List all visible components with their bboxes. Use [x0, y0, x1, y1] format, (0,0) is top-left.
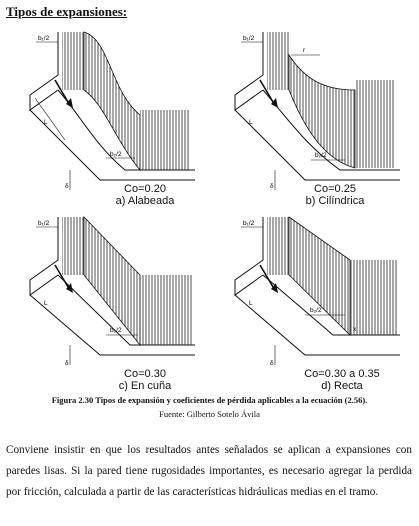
- expansion-diagram-straight: b₁/2 L b₂/2 x δ Co=0.30 a 0.35 d) Recta: [215, 205, 405, 392]
- b2-label: b₂/2: [315, 152, 327, 159]
- delta-label: δ: [65, 360, 69, 367]
- b1-label: b₁/2: [243, 220, 255, 227]
- b1-label: b₁/2: [38, 220, 50, 227]
- coef-label: Co=0.30 a 0.35: [304, 368, 380, 380]
- coef-label: Co=0.20: [124, 183, 166, 195]
- expansion-diagram-wedge: b₁/2 L b₂/2 δ Co=0.30 c) En cuña: [10, 205, 200, 392]
- x-label: x: [353, 326, 357, 333]
- expansion-diagram-warped: b₁/2 L b₂/2 δ Co=0.20 a) Alabeada: [10, 20, 200, 207]
- b2-label: b₂/2: [110, 151, 122, 158]
- figure-source: Fuente: Gilberto Sotelo Ávila: [159, 409, 260, 419]
- figure-caption: Figura 2.30 Tipos de expansión y coefici…: [51, 395, 368, 405]
- type-label: a) Alabeada: [115, 195, 175, 207]
- type-label: d) Recta: [321, 380, 363, 392]
- b2-label: b₂/2: [310, 307, 322, 314]
- cylindrical-expansion-drawing: b₁/2 r L b₂/2 δ: [234, 32, 400, 190]
- delta-label: δ: [270, 183, 274, 190]
- length-label: L: [249, 300, 253, 307]
- radius-label: r: [303, 47, 306, 54]
- coef-label: Co=0.30: [124, 368, 166, 380]
- coef-label: Co=0.25: [314, 183, 356, 195]
- expansion-diagram-cylindrical: b₁/2 r L b₂/2 δ Co=0.25 b) Cilíndrica: [215, 20, 405, 207]
- section-heading: Tipos de expansiones:: [6, 4, 128, 19]
- delta-label: δ: [270, 360, 274, 367]
- wedge-expansion-drawing: b₁/2 L b₂/2 δ: [29, 216, 195, 367]
- b1-label: b₁/2: [38, 35, 50, 42]
- b1-label: b₁/2: [243, 35, 255, 42]
- delta-label: δ: [65, 183, 69, 190]
- type-label: b) Cilíndrica: [305, 195, 365, 207]
- straight-expansion-drawing: b₁/2 L b₂/2 x δ: [234, 216, 400, 367]
- b2-label: b₂/2: [110, 327, 122, 334]
- body-paragraph: Conviene insistir en que los resultados …: [6, 444, 412, 498]
- length-label: L: [44, 300, 48, 307]
- length-label: L: [44, 119, 48, 126]
- type-label: c) En cuña: [118, 380, 172, 392]
- warped-expansion-drawing: b₁/2 L b₂/2 δ: [29, 31, 195, 190]
- length-label: L: [249, 119, 253, 126]
